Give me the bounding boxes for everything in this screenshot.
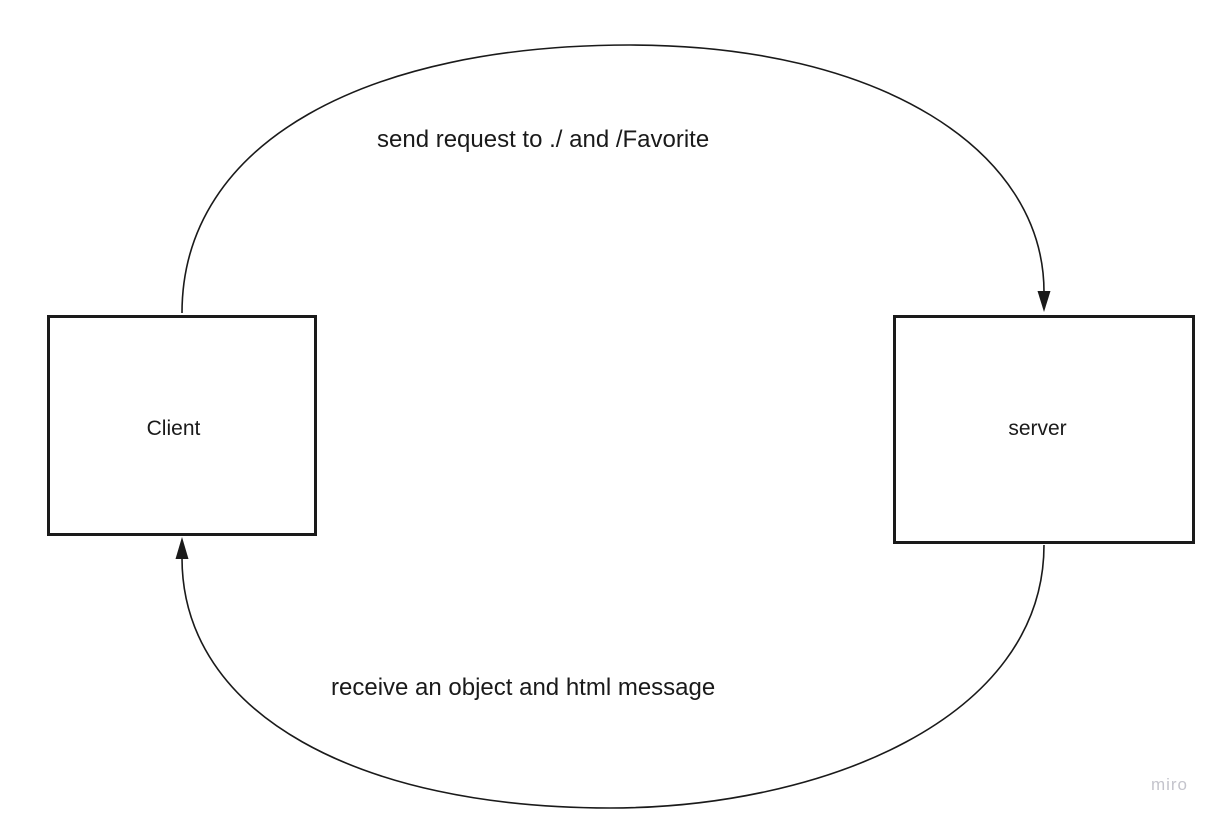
miro-watermark: miro [1150, 775, 1188, 794]
request-edge-label[interactable]: send request to ./ and /Favorite [377, 126, 710, 153]
response-arrowhead [175, 537, 189, 559]
request-arrow-curve[interactable] [181, 44, 1045, 314]
request-arrowhead [1037, 291, 1051, 312]
server-node[interactable]: server [893, 315, 1195, 544]
response-edge-label[interactable]: receive an object and html message [331, 674, 716, 701]
client-node[interactable]: Client [47, 315, 317, 536]
response-arrow-curve[interactable] [181, 544, 1045, 809]
server-node-label: server [1008, 416, 1067, 440]
client-node-label: Client [146, 416, 201, 440]
